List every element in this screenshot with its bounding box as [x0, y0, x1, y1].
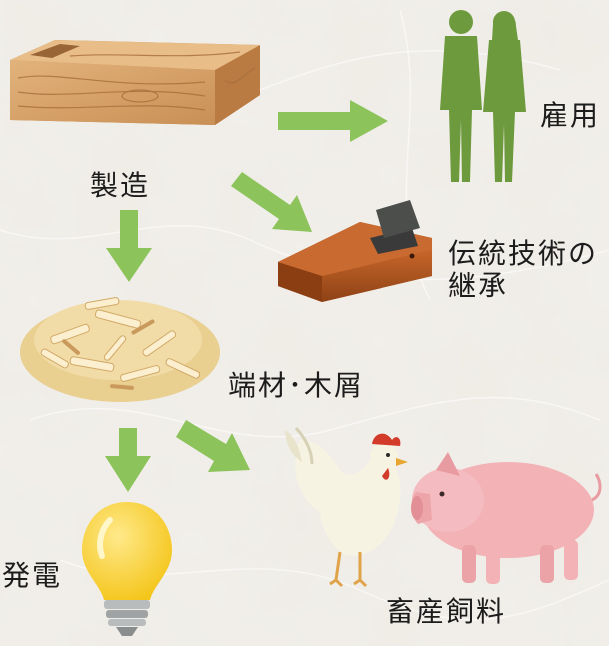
arrow-to-power [105, 428, 151, 492]
label-offcuts: 端材･木屑 [228, 369, 365, 402]
arrow-to-employment [278, 100, 388, 142]
arrow-to-feed [176, 420, 250, 472]
label-manufacturing: 製造 [90, 169, 151, 202]
arrow-to-offcuts [106, 210, 152, 282]
arrow-to-craft [231, 172, 312, 232]
label-employment: 雇用 [540, 99, 601, 132]
label-feed: 畜産飼料 [386, 595, 507, 628]
business-people-icon [440, 10, 526, 182]
label-power: 発電 [2, 559, 63, 592]
wood-chips-icon [20, 297, 220, 402]
wooden-box-icon [10, 40, 260, 125]
rooster-icon [285, 426, 408, 588]
arrows [105, 100, 388, 492]
light-bulb-icon [82, 502, 172, 636]
wood-plane-icon [278, 200, 432, 302]
label-craft: 伝統技術の継承 [448, 237, 599, 303]
pig-icon [411, 452, 602, 584]
